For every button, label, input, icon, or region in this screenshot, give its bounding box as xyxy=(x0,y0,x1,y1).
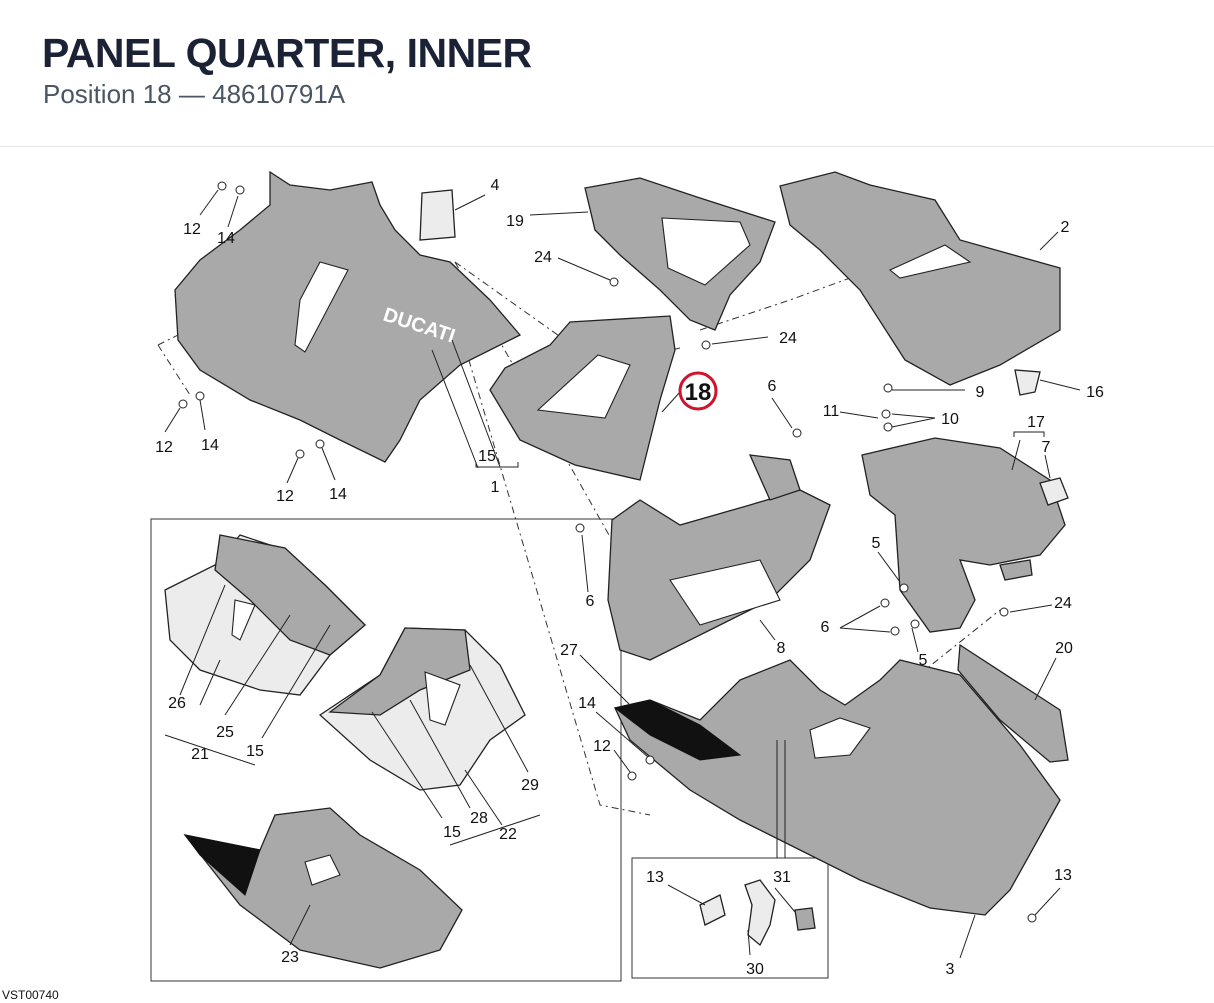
callout-10: 10 xyxy=(941,411,959,428)
callout-17: 17 xyxy=(1027,414,1045,431)
callout-15b: 15 xyxy=(246,743,264,760)
drawing-code: VST00740 xyxy=(2,988,59,1002)
callout-12a: 12 xyxy=(183,221,201,238)
callout-12d: 12 xyxy=(593,738,611,755)
callout-22: 22 xyxy=(499,826,517,843)
inner-quarter-panel-part-18 xyxy=(489,315,676,481)
callout-1: 1 xyxy=(491,479,500,496)
callout-25: 25 xyxy=(216,724,234,741)
callout-26: 26 xyxy=(168,695,186,712)
callout-18-highlighted[interactable]: 18 xyxy=(678,371,718,411)
callout-11: 11 xyxy=(823,403,840,420)
callout-19: 19 xyxy=(506,213,524,230)
callout-31: 31 xyxy=(773,869,791,886)
sticker-part-4 xyxy=(419,189,456,241)
callout-3: 3 xyxy=(946,961,955,978)
callout-6b: 6 xyxy=(586,593,595,610)
callout-24a: 24 xyxy=(534,249,552,266)
callout-16: 16 xyxy=(1086,384,1104,401)
callout-15a: 15 xyxy=(478,448,496,465)
callout-13b: 13 xyxy=(1054,867,1072,884)
callout-27: 27 xyxy=(560,642,578,659)
callout-24b: 24 xyxy=(779,330,797,347)
badge-part-7 xyxy=(1039,477,1069,506)
callout-12c: 12 xyxy=(276,488,294,505)
page-title: PANEL QUARTER, INNER xyxy=(42,30,532,76)
upper-fairing-part-2 xyxy=(779,171,1061,386)
callout-30: 30 xyxy=(746,961,764,978)
callout-9: 9 xyxy=(976,384,985,401)
callout-13a: 13 xyxy=(646,869,664,886)
callout-2: 2 xyxy=(1061,219,1070,236)
callout-4: 4 xyxy=(491,177,500,194)
callout-23: 23 xyxy=(281,949,299,966)
callout-15c: 15 xyxy=(443,824,461,841)
inner-panel-part-19 xyxy=(584,177,776,331)
callout-21: 21 xyxy=(191,746,209,763)
callout-18-label: 18 xyxy=(685,379,712,406)
page-subtitle: Position 18 — 48610791A xyxy=(43,78,345,110)
callout-28: 28 xyxy=(470,810,488,827)
fairing-variant-part-22 xyxy=(318,627,526,791)
callout-20: 20 xyxy=(1055,640,1073,657)
header: PANEL QUARTER, INNER Position 18 — 48610… xyxy=(0,0,1214,147)
belly-pan-part-3 xyxy=(613,659,1061,916)
part-number: 48610791A xyxy=(212,79,346,109)
leader-lines xyxy=(164,189,1081,959)
callout-7: 7 xyxy=(1042,439,1051,456)
callout-14a: 14 xyxy=(217,230,235,247)
callout-labels: 1 2 3 4 5 5 6 6 6 7 8 9 10 11 12 12 12 1… xyxy=(155,177,1104,978)
radiator-duct-part-8 xyxy=(607,454,831,661)
callout-5b: 5 xyxy=(919,652,928,669)
position-label: Position 18 xyxy=(43,79,172,109)
inset-frame-bracket xyxy=(631,857,829,979)
callout-14c: 14 xyxy=(329,486,347,503)
inset-frame-fairings xyxy=(150,518,622,982)
side-trim-part-20 xyxy=(957,643,1069,763)
callout-8: 8 xyxy=(777,640,786,657)
callout-29: 29 xyxy=(521,777,539,794)
callout-14d: 14 xyxy=(578,695,596,712)
callout-6a: 6 xyxy=(768,378,777,395)
subtitle-separator: — xyxy=(178,79,205,109)
callout-12b: 12 xyxy=(155,439,173,456)
fairing-side-panel-part-1: DUCATI xyxy=(174,170,522,463)
callout-24c: 24 xyxy=(1054,595,1072,612)
belly-pan-variant-part-23 xyxy=(183,807,463,969)
bracket-parts-13-30-31 xyxy=(699,879,816,947)
clip-part-16 xyxy=(1014,369,1041,396)
lower-side-fairing-part-17 xyxy=(861,437,1066,633)
exploded-parts-diagram: DUCATI xyxy=(150,170,1104,982)
fairing-variant-part-21 xyxy=(164,534,366,696)
callout-5a: 5 xyxy=(872,535,881,552)
callout-6c: 6 xyxy=(821,619,830,636)
callout-14b: 14 xyxy=(201,437,219,454)
